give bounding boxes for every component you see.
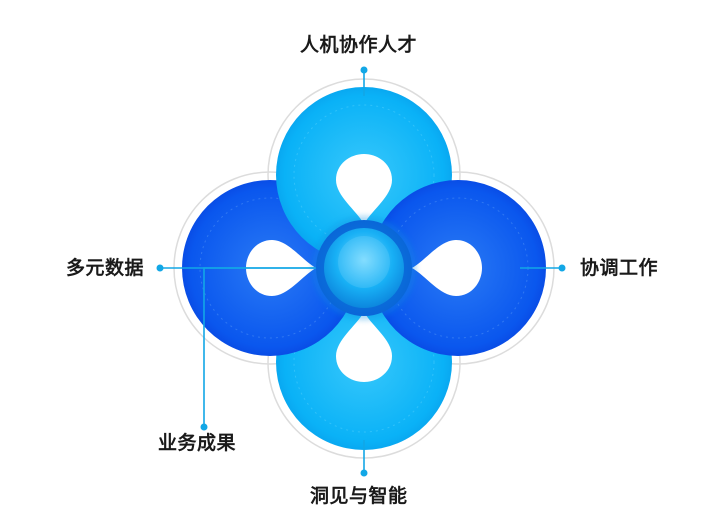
dot-top	[360, 66, 368, 74]
connector-bottom-left	[203, 267, 334, 426]
dot-bottom-left	[200, 423, 208, 431]
center-hub	[312, 216, 416, 320]
label-bottom-left: 业务成果	[158, 432, 237, 454]
connector-dots	[156, 66, 566, 477]
connector-lines	[162, 70, 560, 472]
dot-bottom	[360, 469, 368, 477]
dot-left	[156, 264, 164, 272]
teardrop-top	[336, 154, 392, 224]
label-top: 人机协作人才	[300, 34, 418, 56]
label-left: 多元数据	[66, 257, 145, 279]
label-right: 协调工作	[580, 257, 659, 279]
dot-right	[558, 264, 566, 272]
label-bottom: 洞见与智能	[310, 485, 408, 507]
teardrop-right	[412, 240, 482, 296]
teardrop-bottom	[336, 312, 392, 382]
